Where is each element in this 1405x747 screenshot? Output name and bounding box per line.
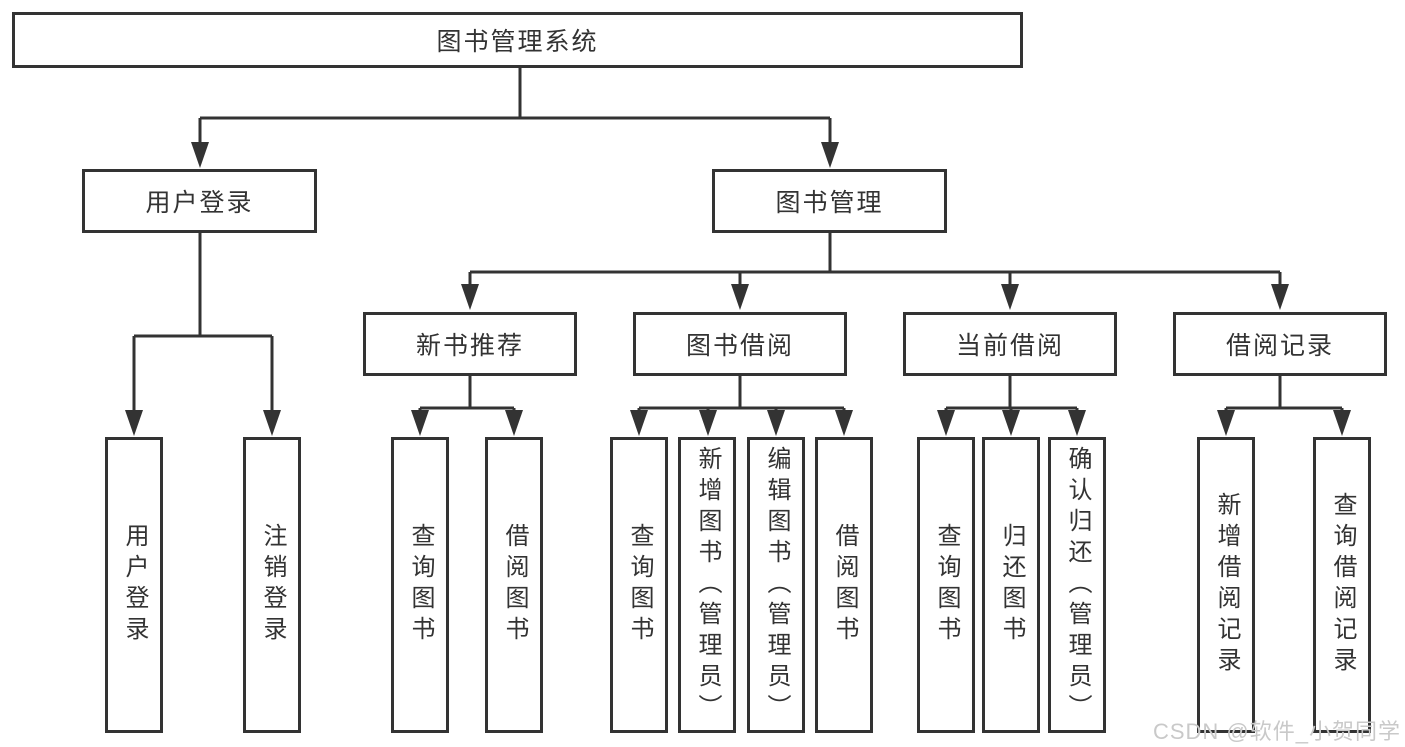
arrowhead bbox=[1001, 284, 1019, 310]
leaf-logout: 注销登录 bbox=[243, 437, 301, 733]
leaf-label: 注销登录 bbox=[259, 523, 286, 647]
node-book-management: 图书管理 bbox=[712, 169, 947, 233]
watermark-csdn: CSDN @软件_小贺同学 bbox=[1152, 719, 1401, 744]
arrowhead bbox=[1068, 410, 1086, 436]
node-library-management-system: 图书管理系统 bbox=[12, 12, 1023, 68]
arrowhead bbox=[821, 142, 839, 168]
leaf-current-confirm-return-admin: 确认归还（管理员） bbox=[1048, 437, 1106, 733]
arrowhead bbox=[937, 410, 955, 436]
connector-path bbox=[132, 68, 1344, 432]
leaf-borrow-edit-books-admin: 编辑图书（管理员） bbox=[747, 437, 805, 733]
arrowhead bbox=[1217, 410, 1235, 436]
leaf-user-login: 用户登录 bbox=[105, 437, 163, 733]
leaf-borrow-borrow-books: 借阅图书 bbox=[815, 437, 873, 733]
node-current-borrowing: 当前借阅 bbox=[903, 312, 1117, 376]
arrowhead bbox=[767, 410, 785, 436]
arrowhead bbox=[505, 410, 523, 436]
leaf-borrow-add-books-admin: 新增图书（管理员） bbox=[678, 437, 736, 733]
node-new-book-recommendation: 新书推荐 bbox=[363, 312, 577, 376]
leaf-current-return-books: 归还图书 bbox=[982, 437, 1040, 733]
arrowhead bbox=[125, 410, 143, 436]
leaf-label: 新增借阅记录 bbox=[1213, 492, 1240, 678]
leaf-label: 新增图书（管理员） bbox=[694, 445, 721, 725]
arrowhead bbox=[731, 284, 749, 310]
arrowhead bbox=[1002, 410, 1020, 436]
arrowhead bbox=[1271, 284, 1289, 310]
leaf-label: 归还图书 bbox=[998, 523, 1025, 647]
leaf-records-add-borrow-record: 新增借阅记录 bbox=[1197, 437, 1255, 733]
leaf-label: 查询借阅记录 bbox=[1329, 492, 1356, 678]
leaf-label: 用户登录 bbox=[121, 523, 148, 647]
arrowhead bbox=[461, 284, 479, 310]
arrowhead bbox=[1333, 410, 1351, 436]
leaf-label: 编辑图书（管理员） bbox=[763, 445, 790, 725]
leaf-records-query-borrow-record: 查询借阅记录 bbox=[1313, 437, 1371, 733]
leaf-current-query-books: 查询图书 bbox=[917, 437, 975, 733]
leaf-borrow-query-books: 查询图书 bbox=[610, 437, 668, 733]
node-book-borrowing: 图书借阅 bbox=[633, 312, 847, 376]
leaf-label: 查询图书 bbox=[933, 523, 960, 647]
leaf-label: 查询图书 bbox=[407, 523, 434, 647]
leaf-label: 确认归还（管理员） bbox=[1064, 445, 1091, 725]
arrowhead bbox=[411, 410, 429, 436]
arrowhead bbox=[630, 410, 648, 436]
leaf-label: 查询图书 bbox=[626, 523, 653, 647]
arrowhead bbox=[699, 410, 717, 436]
leaf-recommend-query-books: 查询图书 bbox=[391, 437, 449, 733]
arrowhead bbox=[263, 410, 281, 436]
leaf-label: 借阅图书 bbox=[501, 523, 528, 647]
node-user-login: 用户登录 bbox=[82, 169, 317, 233]
arrowhead bbox=[835, 410, 853, 436]
arrowhead bbox=[191, 142, 209, 168]
leaf-recommend-borrow-books: 借阅图书 bbox=[485, 437, 543, 733]
leaf-label: 借阅图书 bbox=[831, 523, 858, 647]
node-borrowing-records: 借阅记录 bbox=[1173, 312, 1387, 376]
